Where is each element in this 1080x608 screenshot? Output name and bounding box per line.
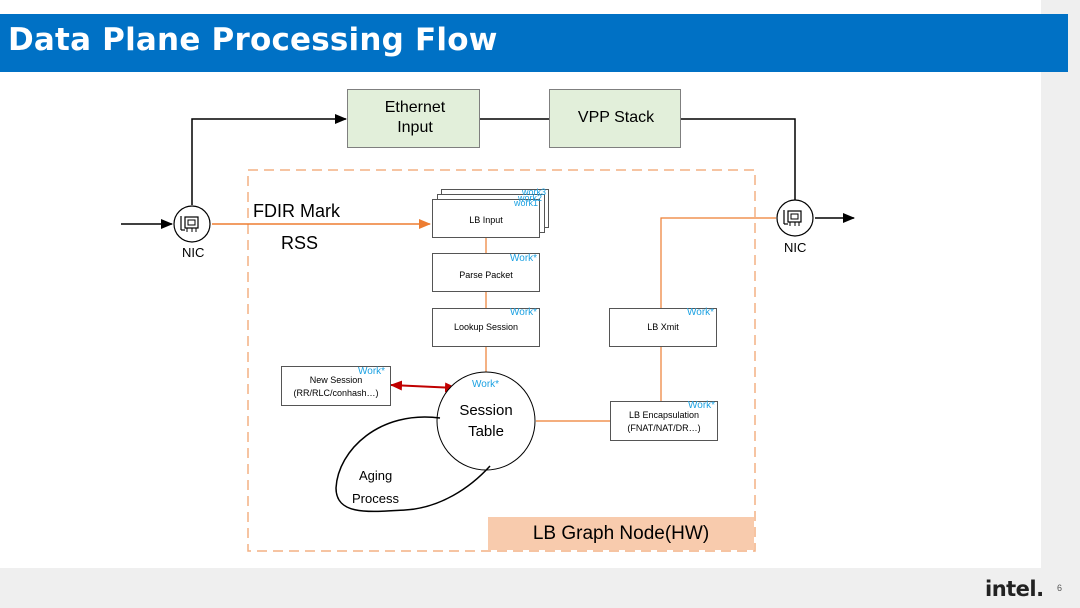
title-bar: Data Plane Processing Flow bbox=[0, 14, 1068, 72]
lb-input-box: LB Input bbox=[432, 199, 540, 238]
worker-tag: work3 bbox=[522, 187, 547, 197]
vpp-to-nic-line bbox=[680, 118, 796, 200]
nic-label: NIC bbox=[182, 245, 205, 260]
aging-loop bbox=[335, 416, 491, 513]
lb-xmit-box: LB Xmit bbox=[609, 308, 717, 347]
vpp-stack-label: VPP Stack bbox=[577, 109, 655, 126]
session-table-label: Table bbox=[468, 423, 504, 440]
lookup-session-label: Lookup Session bbox=[453, 322, 519, 332]
lookup-session-box: Lookup Session bbox=[432, 308, 540, 347]
new-session-label: New Session bbox=[309, 375, 363, 385]
parse-packet-box: Parse Packet bbox=[432, 253, 540, 292]
side-strip bbox=[1041, 0, 1080, 608]
lb-xmit-label: LB Xmit bbox=[647, 322, 679, 332]
worker-tag: work2 bbox=[518, 193, 543, 203]
work-tag: Work* bbox=[688, 400, 716, 411]
aging-label: Aging bbox=[359, 468, 393, 483]
flow-xmit-nic bbox=[660, 217, 776, 308]
session-table-label: Session bbox=[459, 402, 513, 419]
page-title: Data Plane Processing Flow bbox=[8, 22, 498, 58]
parse-packet-label: Parse Packet bbox=[459, 270, 513, 280]
work-tag: Work* bbox=[510, 253, 538, 264]
lb-encapsulation-detail: (FNAT/NAT/DR…) bbox=[627, 423, 701, 433]
lb-encapsulation-label: LB Encapsulation bbox=[628, 410, 700, 420]
new-session-arrow bbox=[390, 380, 457, 393]
fdir-mark-label: FDIR Mark bbox=[253, 201, 340, 221]
lb-graph-node-region bbox=[247, 169, 756, 552]
nic-icon bbox=[776, 199, 814, 237]
nic-to-ethernet-line bbox=[191, 114, 347, 205]
rss-label: RSS bbox=[281, 233, 319, 253]
intel-logo: intel. bbox=[985, 577, 1044, 601]
work-tag: Work* bbox=[687, 307, 715, 318]
nic-label: NIC bbox=[784, 240, 807, 255]
ethernet-input-label: Ethernet Input bbox=[384, 99, 446, 136]
new-session-box: New Session (RR/RLC/conhash…) bbox=[281, 366, 391, 406]
vpp-stack-box: VPP Stack bbox=[549, 89, 681, 148]
page-number: 6 bbox=[1057, 583, 1063, 593]
work-tag: Work* bbox=[358, 366, 386, 377]
lb-graph-node-label: LB Graph Node(HW) bbox=[532, 523, 710, 544]
new-session-detail: (RR/RLC/conhash…) bbox=[293, 388, 379, 398]
work-tag: Work* bbox=[510, 307, 538, 318]
nic-icon bbox=[173, 205, 211, 243]
aging-label: Process bbox=[352, 491, 399, 506]
lb-input-label: LB Input bbox=[469, 215, 503, 225]
footer-bar bbox=[0, 568, 1041, 608]
ethernet-input-box: Ethernet Input bbox=[347, 89, 480, 148]
worker-tag: work1 bbox=[514, 198, 539, 208]
lb-encapsulation-box: LB Encapsulation (FNAT/NAT/DR…) bbox=[610, 401, 718, 441]
work-tag: Work* bbox=[472, 379, 500, 390]
lb-graph-node-label-bg bbox=[488, 517, 754, 550]
